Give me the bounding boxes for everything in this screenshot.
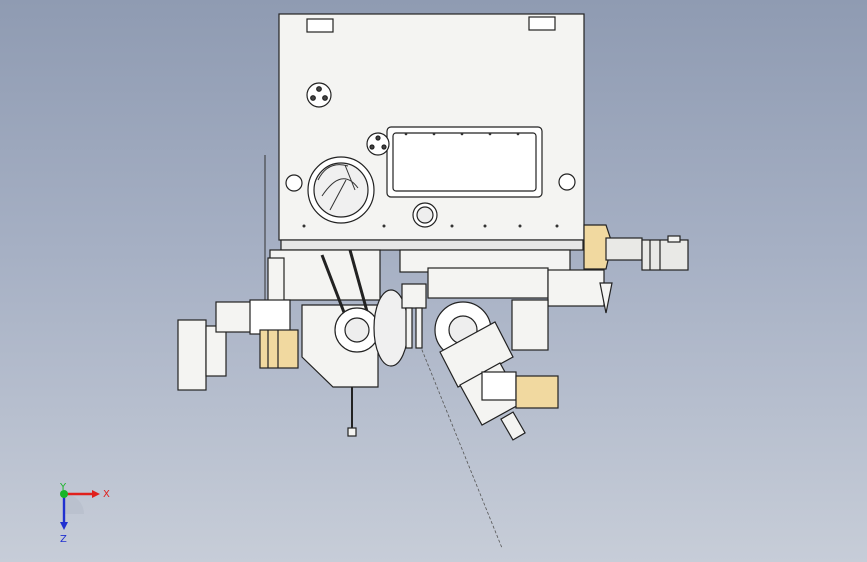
center-gripper[interactable] <box>401 283 427 349</box>
belt-drive[interactable] <box>301 249 409 437</box>
z-axis-label: Z <box>60 534 67 545</box>
bolt-flange-top <box>306 82 332 108</box>
diagonal-axis-line <box>419 344 503 549</box>
right-spindle-assembly[interactable] <box>434 299 559 441</box>
gear-motor-right[interactable] <box>515 375 559 409</box>
coordinate-triad-icon: X Y Z <box>59 482 110 545</box>
x-axis-label: X <box>103 489 110 500</box>
main-housing[interactable] <box>278 13 585 251</box>
left-gear-motor[interactable] <box>177 299 299 391</box>
servo-motor-right[interactable] <box>583 224 689 271</box>
y-axis-label: Y <box>59 482 67 493</box>
